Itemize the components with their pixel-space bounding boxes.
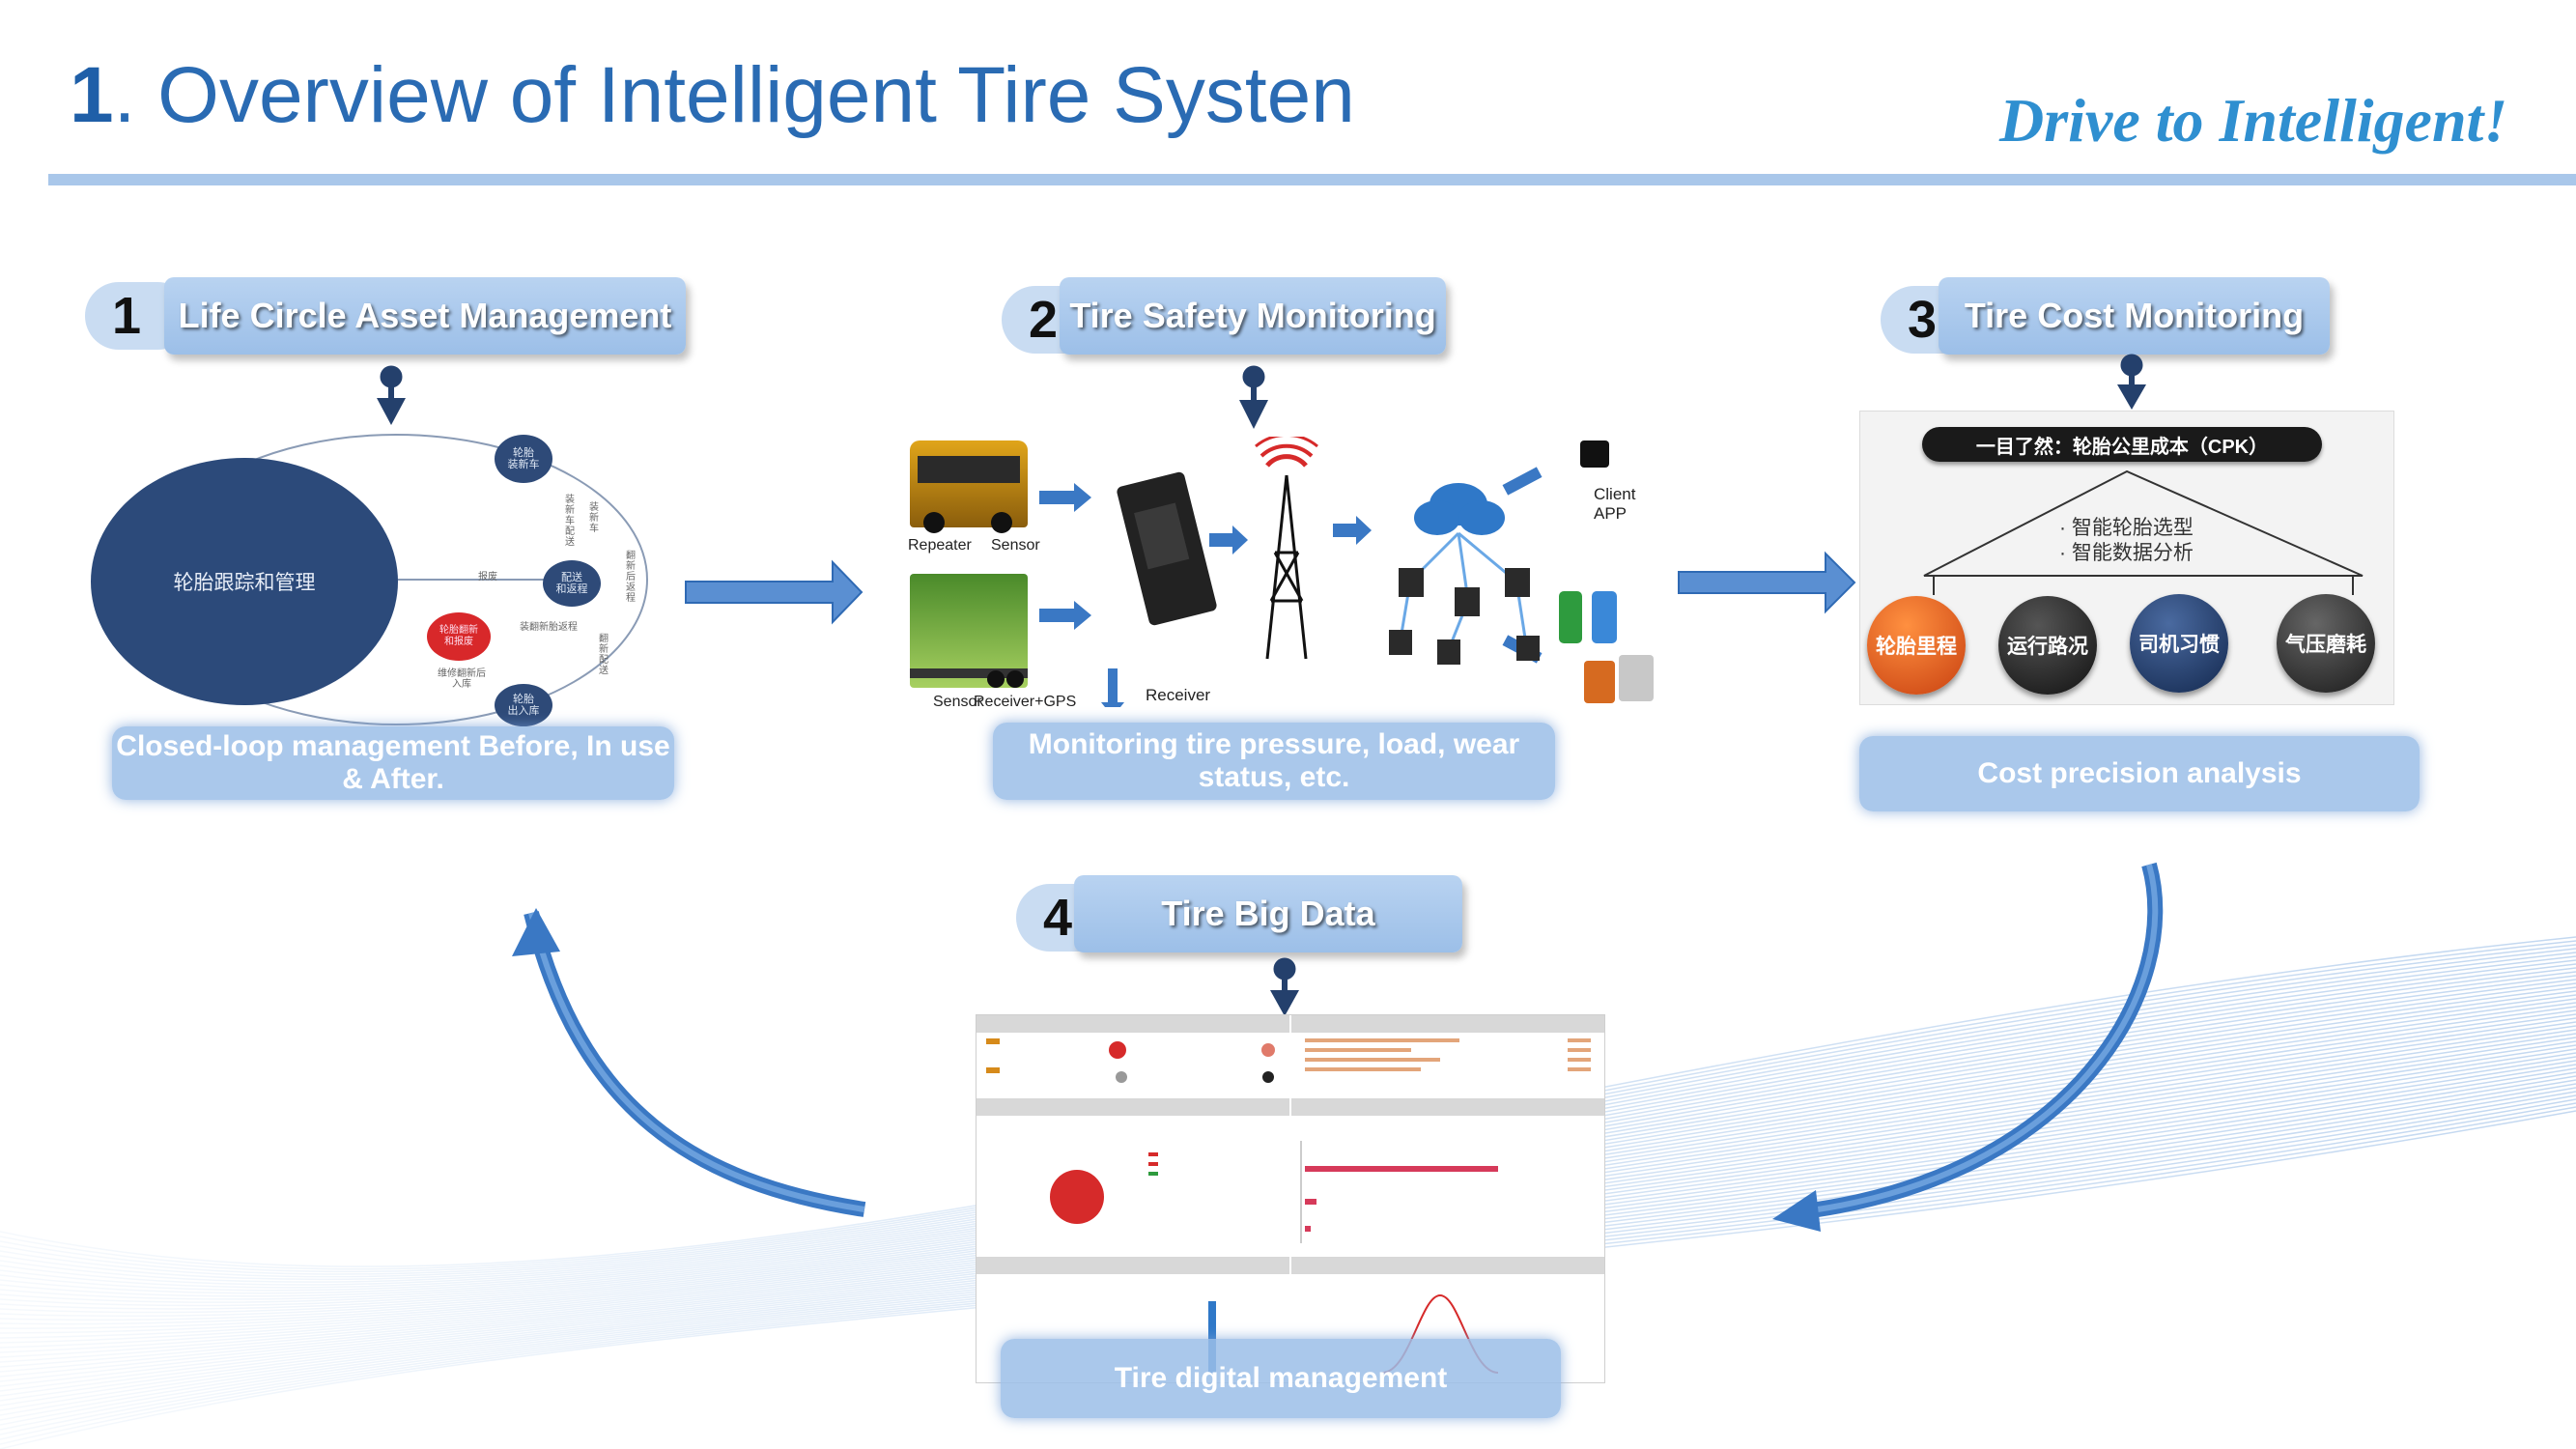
section-3-label: Tire Cost Monitoring: [1939, 277, 2330, 355]
dashboard-header: [1291, 1098, 1604, 1116]
cost-circle-tire-mileage: 轮胎里程: [1867, 596, 1966, 695]
flow-label: 翻新后返程: [626, 551, 636, 604]
lifecycle-diagram: 轮胎跟踪和管理 轮胎 装新车 配送 和返程 轮胎 出入库 轮胎翻新 和报废 装新…: [77, 425, 666, 734]
bus-image: [910, 440, 1028, 533]
down-arrow-icon: [2117, 354, 2146, 410]
cost-circle-road-condition: 运行路况: [1998, 596, 2097, 695]
cost-circle-pressure-wear: 气压磨耗: [2277, 594, 2375, 693]
section-1-caption: Closed-loop management Before, In use & …: [112, 726, 674, 800]
curved-arrow-left: [512, 908, 866, 1217]
title-number: 1: [70, 51, 114, 139]
sensor-label-1: Sensor: [991, 537, 1040, 554]
section-2-caption: Monitoring tire pressure, load, wear sta…: [993, 723, 1555, 800]
big-data-dashboard: [976, 1014, 1605, 1383]
client-app-icons: [1559, 440, 1654, 703]
cost-bullets: · 智能轮胎选型 · 智能数据分析: [2059, 516, 2194, 566]
curved-arrow-right: [1772, 862, 2164, 1232]
section-3-caption: Cost precision analysis: [1859, 736, 2420, 811]
cpk-banner: 一目了然：轮胎公里成本（CPK）: [1922, 427, 2322, 462]
down-arrow-icon: [377, 365, 406, 425]
flow-label: 报废: [478, 572, 497, 582]
dashboard-header: [977, 1257, 1289, 1274]
bullet-tire-selection: · 智能轮胎选型: [2059, 517, 2194, 539]
down-arrow-icon: [1270, 957, 1299, 1016]
flow-label: 装翻新胎返程: [520, 622, 578, 633]
dashboard-header: [977, 1015, 1289, 1033]
cloud-network-icon: [1389, 483, 1540, 665]
lifecycle-node-new-car: 轮胎 装新车: [495, 435, 552, 483]
cost-circle-driver-habit: 司机习惯: [2130, 594, 2228, 693]
truck-image: [910, 574, 1028, 688]
dashboard-header: [1291, 1257, 1604, 1274]
lifecycle-node-retread: 轮胎翻新 和报废: [427, 612, 491, 661]
lifecycle-center: 轮胎跟踪和管理: [91, 458, 398, 705]
dashboard-header: [977, 1098, 1289, 1116]
cost-monitoring-diagram: 一目了然：轮胎公里成本（CPK） · 智能轮胎选型 · 智能数据分析 轮胎里程 …: [1859, 411, 2394, 705]
down-arrow-icon: [1239, 365, 1268, 429]
signal-tower-icon: [1255, 437, 1318, 660]
receiver-device-icon: [1117, 471, 1217, 626]
receiver-label: Receiver: [1146, 686, 1211, 704]
section-1-label: Life Circle Asset Management: [164, 277, 686, 355]
tagline: Drive to Intelligent!: [1999, 86, 2508, 155]
bullet-data-analysis: · 智能数据分析: [2059, 542, 2194, 564]
client-app-label: Client APP: [1594, 485, 1636, 523]
dashboard-header: [1291, 1015, 1604, 1033]
flow-label: 装新车配送: [565, 495, 575, 548]
lifecycle-node-delivery: 配送 和返程: [543, 560, 601, 607]
flow-label: 翻新配送: [599, 634, 609, 676]
sensor-label-2: Sensor: [933, 694, 982, 710]
flow-arrow-right-1: [685, 559, 863, 625]
section-2-label: Tire Safety Monitoring: [1060, 277, 1446, 355]
receiver-gps-label: Receiver+GPS: [974, 694, 1077, 710]
safety-monitoring-diagram: Repeater Sensor Sensor Receiver+GPS: [908, 437, 1661, 710]
section-4-caption: Tire digital management: [1001, 1339, 1561, 1418]
repeater-label: Repeater: [908, 537, 972, 554]
flow-label: 装新车: [589, 502, 599, 534]
title-text: . Overview of Intelligent Tire Systen: [113, 51, 1355, 139]
flow-arrow-right-2: [1678, 551, 1856, 614]
page-title: 1. Overview of Intelligent Tire Systen: [70, 50, 1355, 141]
section-4-label: Tire Big Data: [1074, 875, 1462, 952]
lifecycle-node-warehouse: 轮胎 出入库: [495, 684, 552, 726]
flow-label: 维修翻新后 入库: [438, 668, 486, 690]
title-rule: [48, 174, 2576, 185]
